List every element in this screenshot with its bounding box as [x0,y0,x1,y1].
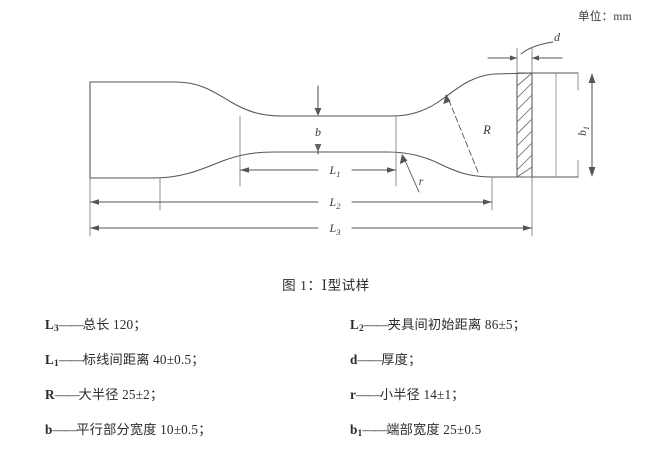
legend-item-b: b——平行部分宽度 10±0.5； [45,419,212,439]
legend-symbol-subscript: 2 [359,324,364,335]
label-R: R [482,123,491,137]
dimension-L3 [89,225,533,231]
dimension-b1 [588,73,596,177]
legend-text: 小半径 14±1； [379,387,465,402]
label-L2-sub: 2 [336,201,341,211]
legend-row: L1——标线间距离 40±0.5； d——厚度； [0,345,652,380]
legend-item-d: d——厚度； [350,349,421,369]
dimension-L1 [239,167,397,173]
legend-item-r: r——小半径 14±1； [350,384,465,404]
legend-dash: —— [58,352,84,367]
legend-dash: —— [363,317,389,332]
label-L2: L2 [329,195,342,211]
legend-text: 夹具间初始距离 86±5； [387,317,527,332]
label-L1-main: L [329,163,337,177]
legend-symbol-subscript: 3 [54,324,59,335]
label-b1: b1 [577,126,591,136]
legend-item-b1: b1——端部宽度 25±0.5 [350,419,481,439]
legend-item-L3: L3——总长 120； [45,314,147,334]
label-L3-main: L [329,221,337,235]
legend-dash: —— [356,387,381,402]
legend-symbol: R [45,387,55,402]
dimension-L2 [89,199,493,205]
label-L2-main: L [329,195,337,209]
legend-text: 厚度； [381,352,422,367]
dimension-r-leader [399,154,420,193]
specimen-diagram-svg: b d R r b1 L1 L2 L3 [89,30,596,237]
dimension-b [314,85,322,155]
legend-list: L3——总长 120； L2——夹具间初始距离 86±5； L1——标线间距离 … [0,310,652,450]
legend-item-L1: L1——标线间距离 40±0.5； [45,349,205,369]
dimension-d [487,41,563,61]
technical-drawing: b d R r b1 L1 L2 L3 [89,30,596,237]
legend-symbol: L3 [45,317,59,335]
label-b: b [315,125,321,139]
legend-text: 标线间距离 40±0.5； [82,352,205,367]
legend-row: b——平行部分宽度 10±0.5； b1——端部宽度 25±0.5 [0,415,652,450]
legend-dash: —— [58,317,84,332]
legend-text: 端部宽度 25±0.5 [386,422,482,437]
label-b1-main: b [577,130,589,136]
label-L3: L3 [329,221,341,237]
svg-text:b1: b1 [577,126,591,136]
label-d: d [554,30,561,44]
legend-text: 平行部分宽度 10±0.5； [76,422,212,437]
legend-symbol: d [350,352,358,367]
legend-row: L3——总长 120； L2——夹具间初始距离 86±5； [0,310,652,345]
label-b1-sub: 1 [582,126,591,130]
legend-symbol: b1 [350,422,363,440]
legend-text: 大半径 25±2； [78,387,164,402]
label-L3-sub: 3 [335,227,340,237]
cross-section-block [516,72,533,178]
legend-item-R: R——大半径 25±2； [45,384,163,404]
specimen-outline [89,72,579,179]
dimension-R-leader [443,94,479,173]
label-L1: L1 [329,163,341,179]
legend-dash: —— [52,422,78,437]
label-L1-sub: 1 [336,169,340,179]
unit-note: 单位：mm [578,11,632,23]
legend-row: R——大半径 25±2； r——小半径 14±1； [0,380,652,415]
extension-lines [89,47,579,237]
cross-section-hatching [516,72,533,178]
legend-symbol-subscript: 1 [357,429,363,440]
legend-dash: —— [362,422,388,437]
legend-symbol: L2 [350,317,364,335]
legend-text: 总长 120； [82,317,147,332]
legend-symbol-subscript: 1 [54,359,59,370]
legend-symbol: L1 [45,352,59,370]
legend-symbol: b [45,422,53,437]
figure-caption: 图 1：Ⅰ型试样 [282,278,370,293]
legend-dash: —— [54,387,80,402]
label-r: r [419,176,424,188]
legend-item-L2: L2——夹具间初始距离 86±5； [350,314,526,334]
legend-symbol: r [350,387,357,402]
legend-dash: —— [357,352,383,367]
